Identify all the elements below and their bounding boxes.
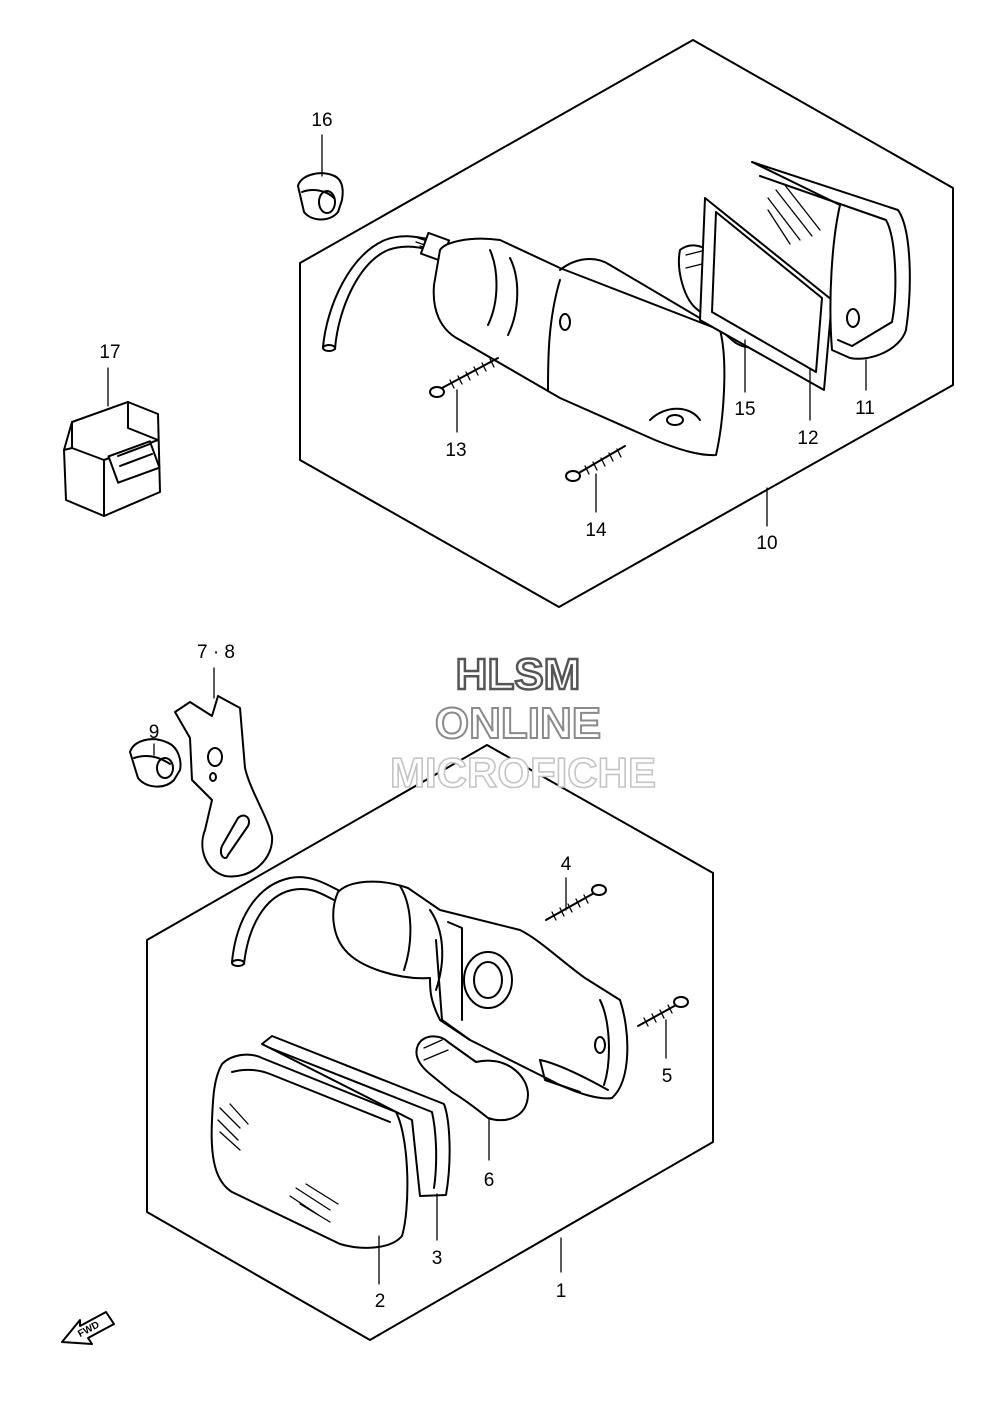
watermark-line-3: MICROFICHE	[390, 749, 656, 796]
part-gasket-12	[699, 197, 833, 391]
callout-14: 14	[585, 520, 607, 541]
watermark-line-2: ONLINE	[435, 699, 601, 748]
callout-13: 13	[445, 440, 466, 461]
part-lens-11	[751, 161, 911, 360]
part-housing-10	[432, 237, 726, 457]
callout-2: 2	[375, 1291, 386, 1312]
callout-15: 15	[734, 399, 755, 420]
part-nut-9	[129, 738, 182, 788]
part-housing-1	[332, 880, 629, 1100]
part-wire-10	[322, 235, 433, 348]
assembly-10-outline	[299, 39, 954, 608]
callout-17: 17	[99, 342, 120, 363]
part-screw-13	[429, 357, 499, 398]
watermark-line-1: HLSM	[456, 650, 581, 699]
part-screw-14	[565, 445, 626, 482]
callout-5: 5	[662, 1066, 673, 1087]
callout-16: 16	[311, 110, 332, 131]
part-bulb-6	[415, 1035, 529, 1122]
part-connector-17	[63, 401, 161, 517]
part-lens-2	[210, 1053, 409, 1249]
part-bracket-7-8	[174, 695, 274, 878]
assembly-10-group	[299, 39, 954, 608]
assembly-1-outline	[146, 744, 714, 1341]
callout-7-8: 7 · 8	[197, 642, 235, 663]
callout-3: 3	[432, 1248, 443, 1269]
callout-1: 1	[556, 1281, 567, 1302]
part-screw-4	[545, 884, 607, 921]
part-screw-5	[637, 996, 689, 1027]
callout-labels: 16 17 13 14 15 12 11 10 7 · 8 9 4 5 6 3 …	[99, 110, 874, 1312]
callout-4: 4	[561, 854, 572, 875]
callout-9: 9	[149, 722, 160, 743]
callout-10: 10	[756, 533, 777, 554]
part-wire-1	[231, 876, 339, 963]
watermark: HLSM ONLINE MICROFICHE	[389, 649, 657, 797]
callout-12: 12	[797, 428, 818, 449]
callout-11: 11	[855, 398, 875, 419]
fwd-arrow-icon: FWD	[61, 1311, 115, 1345]
assembly-1-group	[146, 744, 714, 1341]
callout-6: 6	[484, 1170, 495, 1191]
callout-leaders	[107, 134, 867, 1285]
part-nut-16	[297, 172, 344, 221]
